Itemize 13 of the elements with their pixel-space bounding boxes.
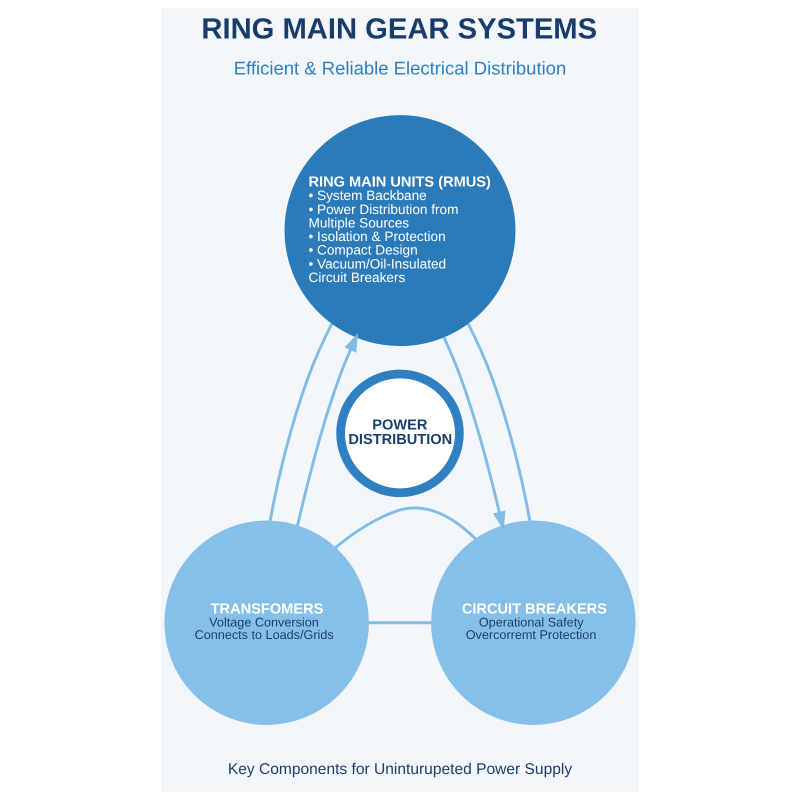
diagram-title: RING MAIN GEAR SYSTEMS — [201, 14, 598, 46]
node-circle: TRANSFOMERS Voltage Conversion Connects to Loads/Grids — [164, 520, 369, 725]
arrow — [296, 333, 358, 526]
connector — [368, 621, 432, 624]
node-circle: CIRCUIT BREAKERS Operational Safety Overcorremt Protection — [431, 520, 636, 725]
arrow — [442, 336, 506, 530]
connector — [268, 323, 334, 522]
caption: Key Components for Uninturupeted Power Supply — [228, 760, 572, 778]
label: Efficient & Reliable Electrical Distribution — [234, 57, 566, 78]
connector — [466, 323, 532, 522]
node-circle: POWER DISTRIBUTION — [336, 370, 464, 498]
connector — [334, 506, 477, 549]
node-circle: RING MAIN UNITS (RMUS) • System Backbane • Power Distribution from Multiple Sources • Isolation & Protection • Compact Design • Vacuum/Oil-Insulated Circuit Breakers — [284, 115, 516, 346]
